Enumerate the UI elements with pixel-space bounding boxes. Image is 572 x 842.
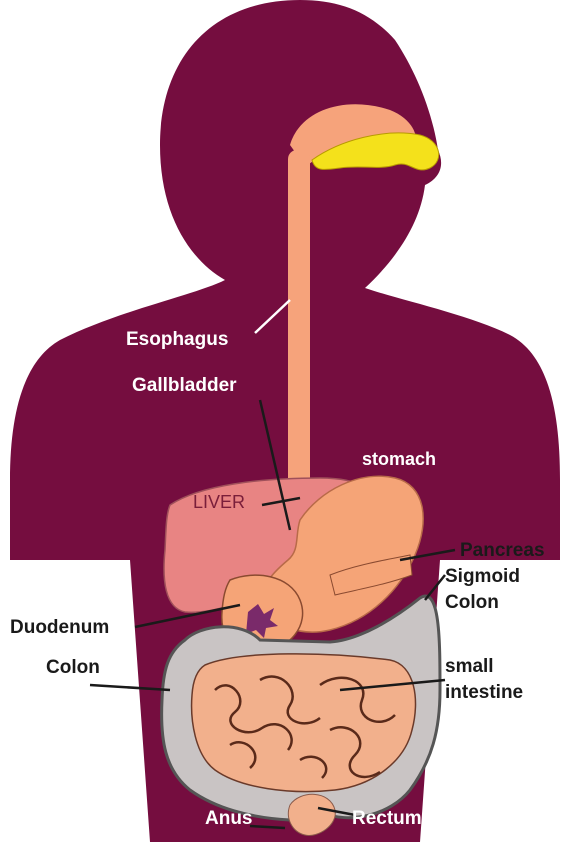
label-liver: LIVER (193, 491, 245, 513)
label-small-intestine-line1: small (445, 656, 494, 678)
label-gallbladder: Gallbladder (132, 375, 237, 397)
label-sigmoid-colon-line2: Colon (445, 592, 499, 614)
label-pancreas: Pancreas (460, 540, 545, 562)
label-rectum: Rectum (352, 808, 422, 830)
label-stomach: stomach (362, 448, 436, 470)
label-sigmoid-colon-line1: Sigmoid (445, 566, 520, 588)
label-small-intestine-line2: intestine (445, 682, 523, 704)
label-esophagus: Esophagus (126, 329, 228, 351)
label-anus: Anus (205, 808, 253, 830)
label-duodenum: Duodenum (10, 617, 109, 639)
esophagus-tube (288, 150, 310, 490)
label-colon: Colon (46, 657, 100, 679)
